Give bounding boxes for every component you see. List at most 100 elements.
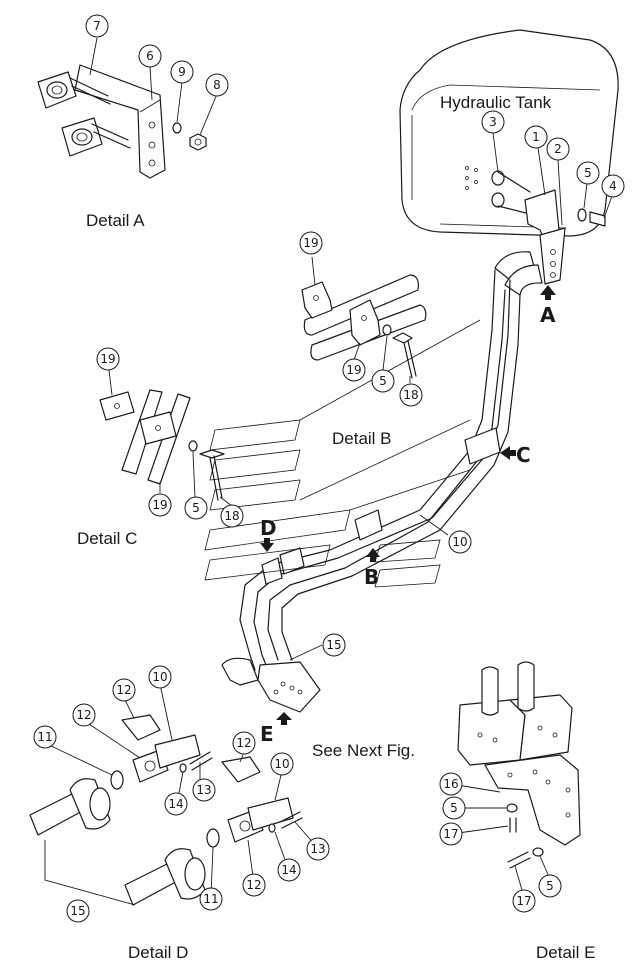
svg-text:5: 5 [546,879,554,893]
svg-text:18: 18 [224,509,239,523]
callout-10: 10 [148,665,172,689]
svg-text:10: 10 [152,670,167,684]
svg-text:11: 11 [37,730,52,744]
callout-5: 5 [576,161,600,185]
callout-13: 13 [192,778,216,802]
callout-12: 12 [232,731,256,755]
callout-14: 14 [164,792,188,816]
view-letter-d: D [260,516,277,540]
callout-15: 15 [322,633,346,657]
svg-text:5: 5 [192,501,200,515]
callout-4: 4 [601,174,625,198]
callout-19: 19 [342,358,366,382]
svg-text:19: 19 [303,236,318,250]
view-letter-c: C [516,443,531,467]
callout-11: 11 [199,887,223,911]
hose-assembly [221,251,543,713]
svg-text:19: 19 [346,363,361,377]
callout-17: 17 [512,889,536,913]
callout-18: 18 [399,383,423,407]
svg-text:7: 7 [93,19,101,33]
callout-12: 12 [112,678,136,702]
callout-19: 19 [299,231,323,255]
detail-c-label: Detail C [77,529,137,548]
svg-text:5: 5 [450,801,458,815]
callout-16: 16 [439,772,463,796]
svg-text:16: 16 [443,777,458,791]
svg-text:12: 12 [116,683,131,697]
svg-text:11: 11 [203,892,218,906]
tank-outlet-fittings [524,189,606,285]
svg-text:13: 13 [196,783,211,797]
svg-text:3: 3 [489,115,497,129]
detail-c-drawing [99,389,225,501]
svg-text:18: 18 [403,388,418,402]
svg-text:6: 6 [146,49,154,63]
detail-a-drawing [37,64,207,179]
detail-b-label: Detail B [332,429,392,448]
callout-13: 13 [306,837,330,861]
callout-11: 11 [33,725,57,749]
callout-2: 2 [546,137,570,161]
view-letter-a: A [540,303,556,327]
svg-text:10: 10 [274,757,289,771]
view-letter-e: E [260,722,274,746]
svg-text:12: 12 [76,708,91,722]
svg-text:14: 14 [281,863,296,877]
callout-7: 7 [85,14,109,38]
callout-5: 5 [538,874,562,898]
callout-6: 6 [138,44,162,68]
arrow-b-icon [366,548,380,562]
callout-1: 1 [524,125,548,149]
svg-text:8: 8 [213,78,221,92]
svg-text:5: 5 [379,374,387,388]
svg-text:15: 15 [70,904,85,918]
reference-plates [204,319,481,588]
callout-5: 5 [442,796,466,820]
see-next-figure-label: See Next Fig. [312,741,415,760]
view-arrows [260,285,556,725]
svg-text:13: 13 [310,842,325,856]
callout-19: 19 [96,347,120,371]
arrow-c-icon [500,446,516,460]
svg-text:14: 14 [168,797,183,811]
callout-17: 17 [439,822,463,846]
callout-10: 10 [270,752,294,776]
svg-text:12: 12 [246,878,261,892]
callout-15: 15 [66,899,90,923]
svg-text:12: 12 [236,736,251,750]
callout-5: 5 [371,369,395,393]
svg-text:1: 1 [532,130,540,144]
arrow-a-icon [540,285,556,300]
callout-12: 12 [242,873,266,897]
detail-d-label: Detail D [128,943,188,962]
svg-text:5: 5 [584,166,592,180]
svg-text:15: 15 [326,638,341,652]
svg-text:19: 19 [100,352,115,366]
arrow-e-icon [276,712,292,725]
svg-text:10: 10 [452,535,467,549]
svg-text:17: 17 [516,894,531,908]
arrow-d-icon [260,538,274,552]
callout-8: 8 [205,73,229,97]
callout-9: 9 [170,60,194,84]
callout-18: 18 [220,504,244,528]
callout-12: 12 [72,703,96,727]
detail-d-drawing [29,714,303,906]
callout-14: 14 [277,858,301,882]
callout-19: 19 [148,493,172,517]
hydraulic-tank-label: Hydraulic Tank [440,93,552,112]
svg-text:9: 9 [178,65,186,79]
svg-text:4: 4 [609,179,617,193]
svg-text:2: 2 [554,142,562,156]
callout-3: 3 [481,110,505,134]
svg-text:17: 17 [443,827,458,841]
callout-5: 5 [184,496,208,520]
detail-e-label: Detail E [536,943,596,962]
hydraulic-tank-drawing [399,29,619,237]
detail-e-drawing [457,661,581,869]
view-letter-b: B [364,565,379,589]
callout-10: 10 [448,530,472,554]
